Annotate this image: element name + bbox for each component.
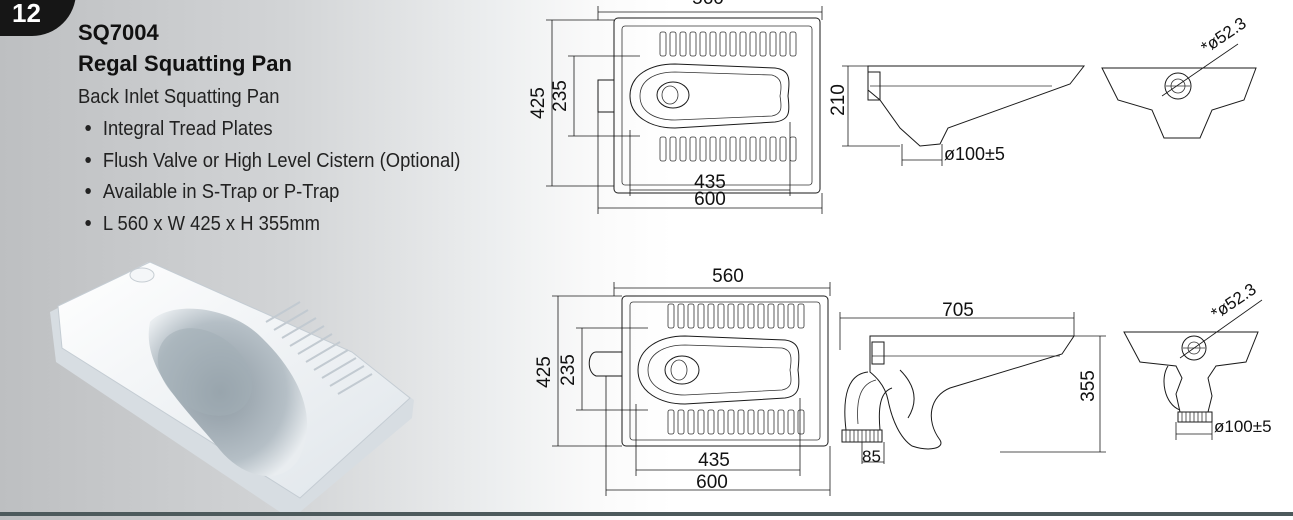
feature-text: Integral Tread Plates bbox=[102, 118, 273, 140]
feature-item: Available in S-Trap or P-Trap bbox=[78, 180, 460, 212]
dim-bowl-width: 435 bbox=[694, 172, 726, 193]
model-code: SQ7004 bbox=[78, 20, 159, 45]
bullet-icon bbox=[85, 125, 91, 132]
dim-side-height: 355 bbox=[1078, 370, 1099, 402]
bullet-icon bbox=[85, 219, 91, 226]
dim-side-height: 210 bbox=[828, 84, 849, 116]
dim-bowl-width: 435 bbox=[698, 450, 730, 471]
bullet-icon bbox=[85, 156, 91, 163]
feature-text: L 560 x W 425 x H 355mm bbox=[102, 212, 320, 235]
dim-trap-offset: 85 bbox=[862, 447, 881, 466]
end-view-bottom: *ø52.3 ø100±5 bbox=[1123, 280, 1272, 440]
footer-rule bbox=[0, 512, 1293, 516]
end-view-top: *ø52.3 bbox=[1101, 14, 1257, 139]
page-number: 12 bbox=[12, 0, 41, 28]
product-subtitle: Back Inlet Squatting Pan bbox=[78, 86, 280, 108]
plan-view-top: 560 425 235 435 600 bbox=[528, 0, 823, 214]
dim-outlet-diameter: ø100±5 bbox=[1214, 417, 1272, 436]
plan-view-bottom: 560 425 235 435 600 bbox=[534, 266, 831, 496]
dim-width-top: 560 bbox=[712, 266, 744, 287]
dim-bowl-height: 235 bbox=[550, 80, 571, 112]
bullet-icon bbox=[85, 188, 91, 195]
side-view-top: 210 ø100±5 bbox=[828, 65, 1086, 166]
dim-side-length: 705 bbox=[942, 300, 974, 321]
dim-overall-width: 600 bbox=[696, 472, 728, 493]
feature-text: Flush Valve or High Level Cistern (Optio… bbox=[102, 149, 461, 172]
side-view-bottom: 705 355 85 bbox=[839, 300, 1106, 466]
dim-overall-height: 425 bbox=[528, 87, 549, 119]
dim-inlet-diameter: *ø52.3 bbox=[1198, 14, 1250, 58]
dim-bowl-height: 235 bbox=[558, 354, 579, 386]
feature-text: Available in S-Trap or P-Trap bbox=[102, 181, 340, 203]
feature-list: Integral Tread Plates Flush Valve or Hig… bbox=[78, 117, 494, 243]
dim-outlet-diameter: ø100±5 bbox=[944, 144, 1005, 164]
dim-inlet-diameter: *ø52.3 bbox=[1208, 280, 1260, 324]
dim-overall-width: 600 bbox=[694, 189, 726, 210]
feature-item: Integral Tread Plates bbox=[78, 117, 460, 149]
product-name: Regal Squatting Pan bbox=[78, 51, 292, 76]
dim-overall-height: 425 bbox=[534, 356, 555, 388]
feature-item: L 560 x W 425 x H 355mm bbox=[78, 212, 460, 244]
feature-item: Flush Valve or High Level Cistern (Optio… bbox=[78, 149, 460, 181]
dim-width-top: 560 bbox=[692, 0, 724, 9]
